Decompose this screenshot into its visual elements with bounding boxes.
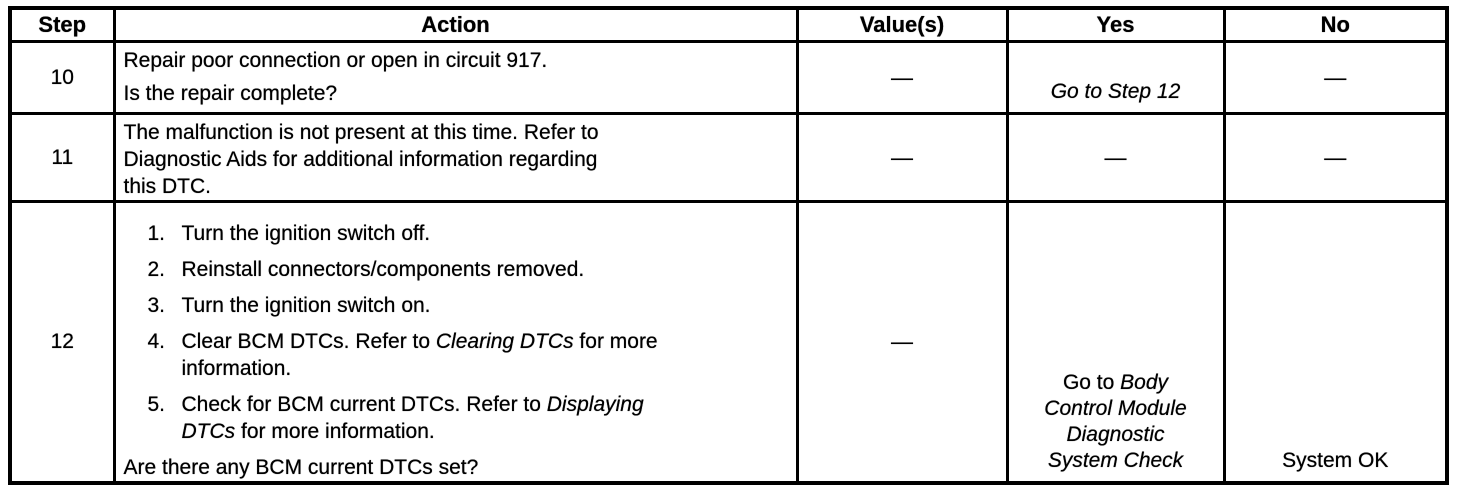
- action-cell: 1. Turn the ignition switch off. 2. Reinst…: [112, 199, 799, 485]
- action-question: Is the repair complete?: [123, 81, 338, 105]
- action-question: Are there any BCM current DTCs set?: [123, 455, 479, 479]
- list-item-number: 5.: [147, 392, 166, 416]
- no-cell: —: [1222, 39, 1449, 115]
- list-item-text: Check for BCM current DTCs. Refer to Dis…: [182, 391, 644, 418]
- list-item: 3. Turn the ignition switch on.: [124, 292, 790, 319]
- yes-cell: Go to Body Control Module Diagnostic Sys…: [1005, 199, 1226, 485]
- yes-cell: Go to Step 12: [1005, 39, 1226, 115]
- yes-cell: —: [1005, 111, 1226, 203]
- list-item: 5. Check for BCM current DTCs. Refer to D…: [124, 391, 790, 418]
- reference-title: Body: [1120, 371, 1169, 394]
- table-row-step-11: 11 The malfunction is not present at thi…: [8, 111, 1449, 203]
- list-item-text: Reinstall connectors/components removed.: [181, 257, 585, 281]
- col-header-no: No: [1222, 6, 1449, 43]
- table-row-step-12: 12 1. Turn the ignition switch off. 2. Rei…: [8, 199, 1449, 485]
- list-item-text: Turn the ignition switch on.: [181, 293, 431, 317]
- no-cell: —: [1222, 111, 1449, 203]
- step-number: 11: [8, 111, 116, 203]
- yes-text-line: System Check: [1047, 449, 1184, 472]
- header-row: Step Action Value(s) Yes No: [8, 6, 1449, 43]
- list-item-wrap-line: DTCs for more information.: [182, 418, 790, 445]
- col-header-action: Action: [112, 6, 799, 43]
- yes-text-line: Control Module: [1044, 397, 1187, 420]
- table-row-step-10: 10 Repair poor connection or open in cir…: [8, 39, 1449, 115]
- reference-title: DTCs: [181, 419, 236, 443]
- col-header-yes: Yes: [1005, 6, 1226, 43]
- list-item-text-segment: for more information.: [235, 419, 435, 443]
- list-item-wrap-line: information.: [181, 356, 292, 380]
- step-number: 10: [8, 39, 116, 115]
- reference-title: Displaying: [546, 392, 644, 416]
- no-cell: System OK: [1222, 199, 1449, 485]
- action-cell: Repair poor connection or open in circui…: [112, 39, 799, 115]
- list-item-number: 1.: [147, 221, 166, 245]
- action-text-line: this DTC.: [123, 174, 212, 198]
- col-header-step: Step: [8, 6, 116, 43]
- list-item: 4. Clear BCM DTCs. Refer to Clearing DTCs…: [124, 328, 790, 355]
- step-number: 12: [8, 199, 116, 485]
- list-item-text-segment: Check for BCM current DTCs. Refer to: [181, 392, 547, 416]
- yes-text-line: Go to Body: [1010, 370, 1221, 396]
- list-item-text-segment: Clear BCM DTCs. Refer to: [181, 329, 436, 353]
- list-item-number: 2.: [147, 257, 166, 281]
- action-text-line: The malfunction is not present at this t…: [123, 120, 599, 144]
- yes-text-segment: Go to: [1062, 371, 1121, 394]
- reference-title: Clearing DTCs: [435, 329, 574, 353]
- list-item: 1. Turn the ignition switch off.: [124, 220, 790, 247]
- list-item-number: 4.: [147, 329, 166, 353]
- value-cell: —: [795, 199, 1009, 485]
- yes-text-line: Diagnostic: [1066, 423, 1165, 446]
- list-item-text: Turn the ignition switch off.: [181, 221, 431, 245]
- action-cell: The malfunction is not present at this t…: [112, 111, 799, 203]
- diagnostic-step-table: Step Action Value(s) Yes No 10 Repair po…: [8, 6, 1449, 485]
- value-cell: —: [795, 39, 1009, 115]
- list-item-text: Clear BCM DTCs. Refer to Clearing DTCs f…: [182, 328, 658, 355]
- list-item: 2. Reinstall connectors/components remove…: [124, 256, 790, 283]
- list-item-number: 3.: [147, 293, 166, 317]
- value-cell: —: [795, 111, 1009, 203]
- list-item-text-segment: for more: [573, 329, 658, 353]
- action-text-line: Diagnostic Aids for additional informati…: [123, 147, 598, 171]
- action-text-line: Repair poor connection or open in circui…: [123, 48, 548, 72]
- col-header-values: Value(s): [795, 6, 1009, 43]
